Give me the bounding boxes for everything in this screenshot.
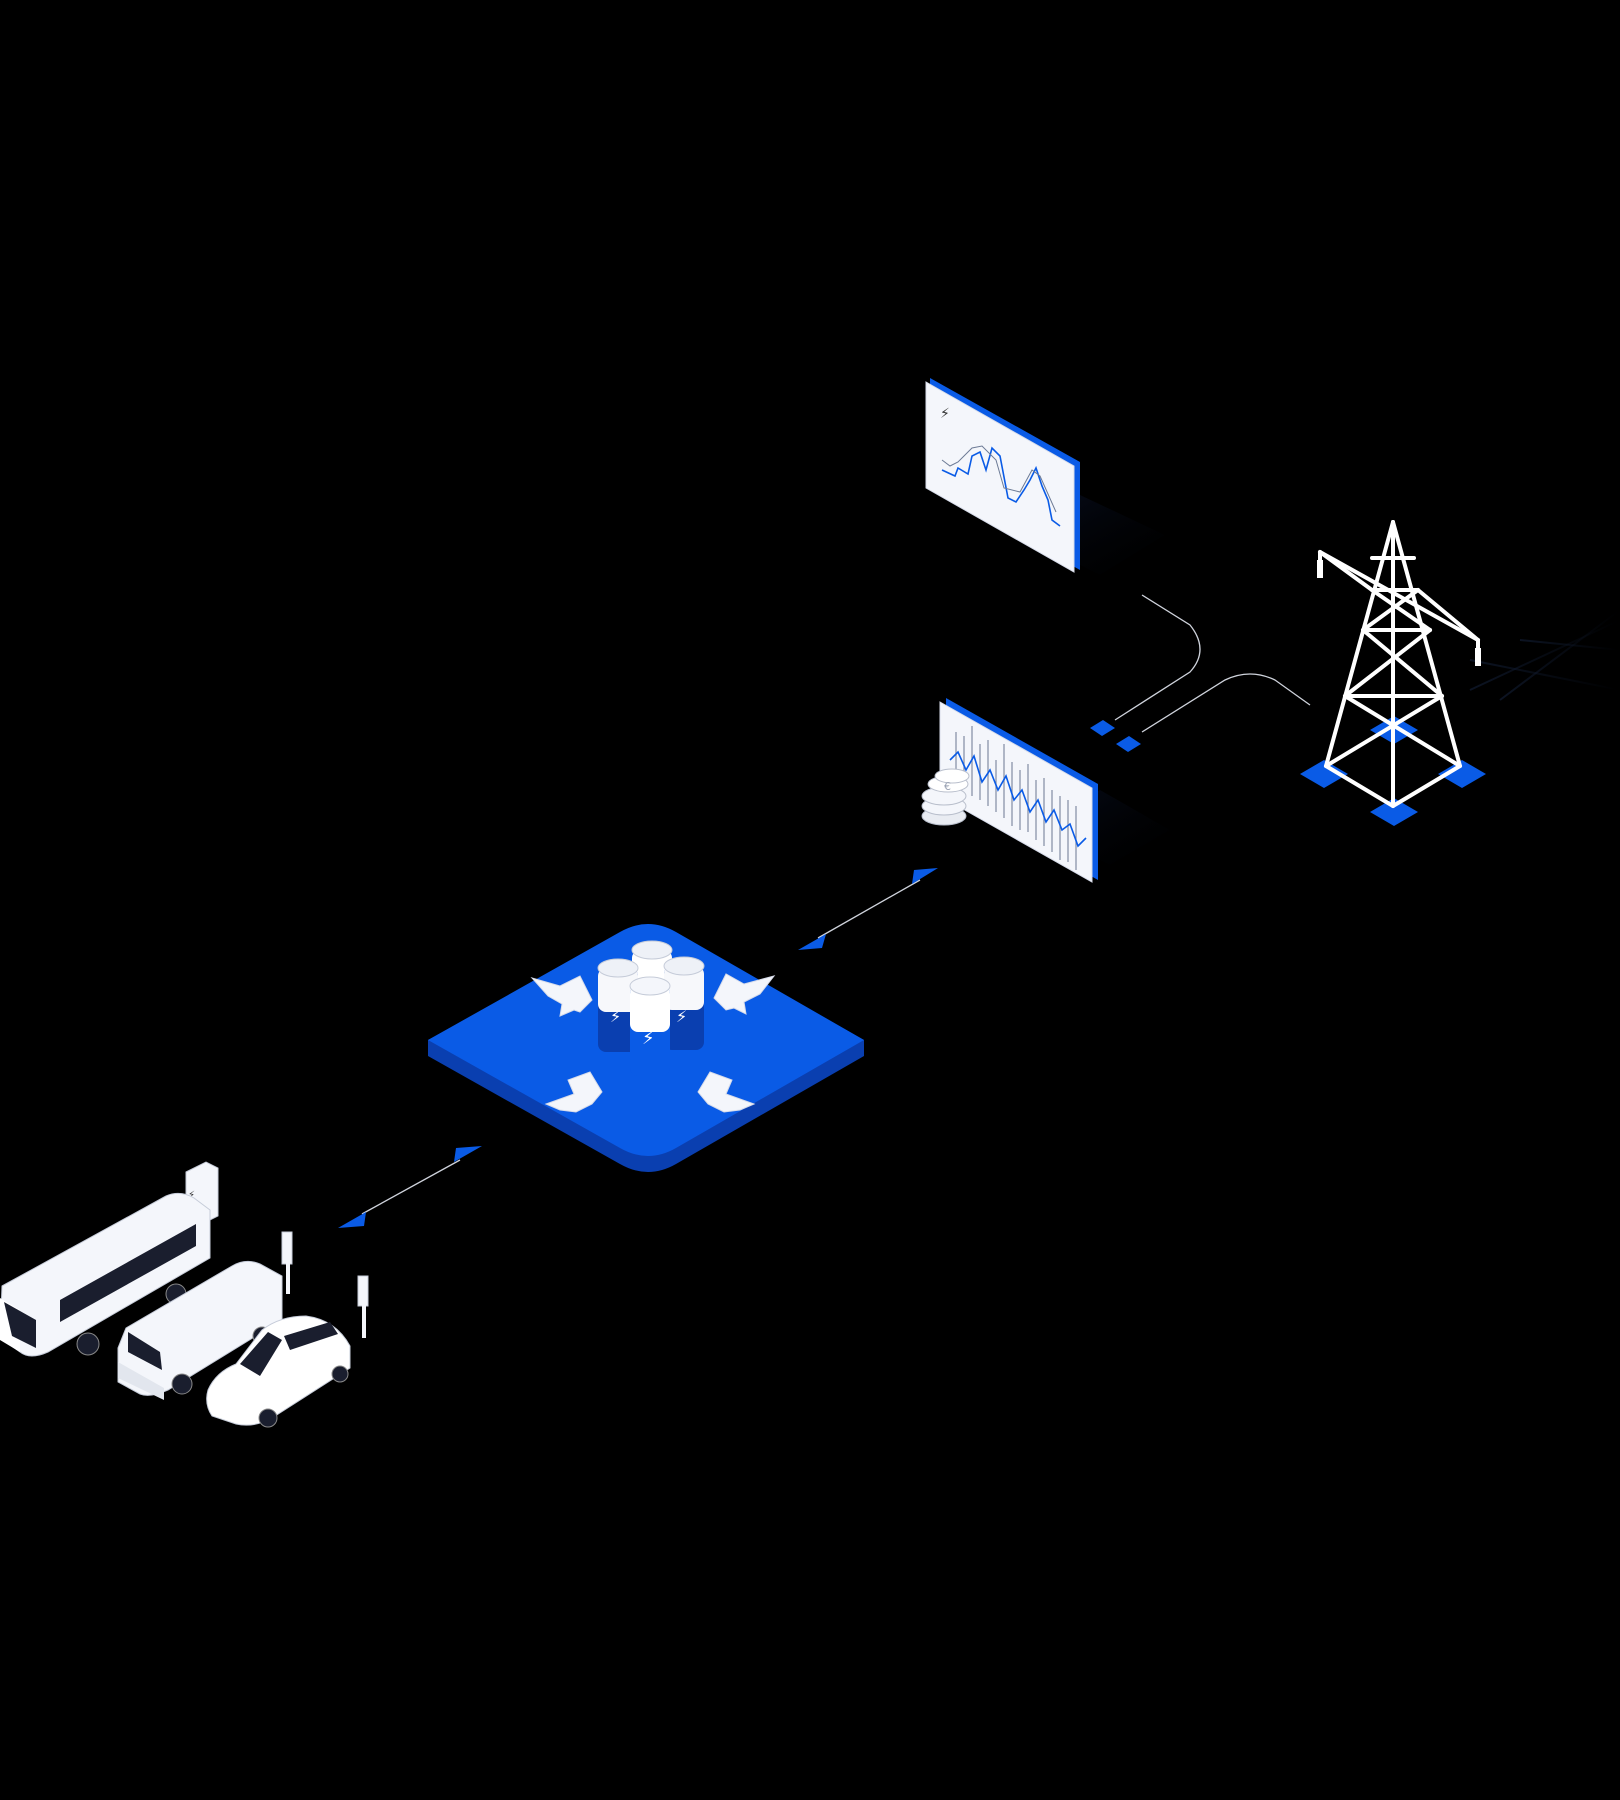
bus-icon xyxy=(0,1192,211,1357)
charging-station-icon xyxy=(281,1231,293,1294)
svg-text:⚡: ⚡ xyxy=(940,406,950,422)
coin-stack-icon: € xyxy=(921,768,970,826)
power-transmission-tower-icon xyxy=(1300,520,1620,826)
charging-station-icon xyxy=(357,1275,369,1338)
svg-text:⚡: ⚡ xyxy=(676,1007,687,1026)
svg-text:⚡: ⚡ xyxy=(610,1007,621,1026)
bidirectional-arrow-hub-market xyxy=(798,868,938,950)
svg-text:€: € xyxy=(944,780,951,793)
svg-text:⚡: ⚡ xyxy=(188,1190,195,1201)
forecast-chart-screen-icon: ⚡ xyxy=(925,378,1165,575)
market-price-screen-icon xyxy=(939,698,1170,883)
svg-text:⚡: ⚡ xyxy=(642,1028,655,1049)
bidirectional-arrow-fleet-hub xyxy=(338,1146,482,1228)
converging-arrows-icon xyxy=(530,973,776,1113)
battery-cells-icon: ⚡ ⚡ ⚡ xyxy=(597,940,705,1076)
cable-junction-icon xyxy=(1090,720,1141,752)
car-icon xyxy=(206,1315,351,1428)
cable-lines xyxy=(1114,594,1311,733)
